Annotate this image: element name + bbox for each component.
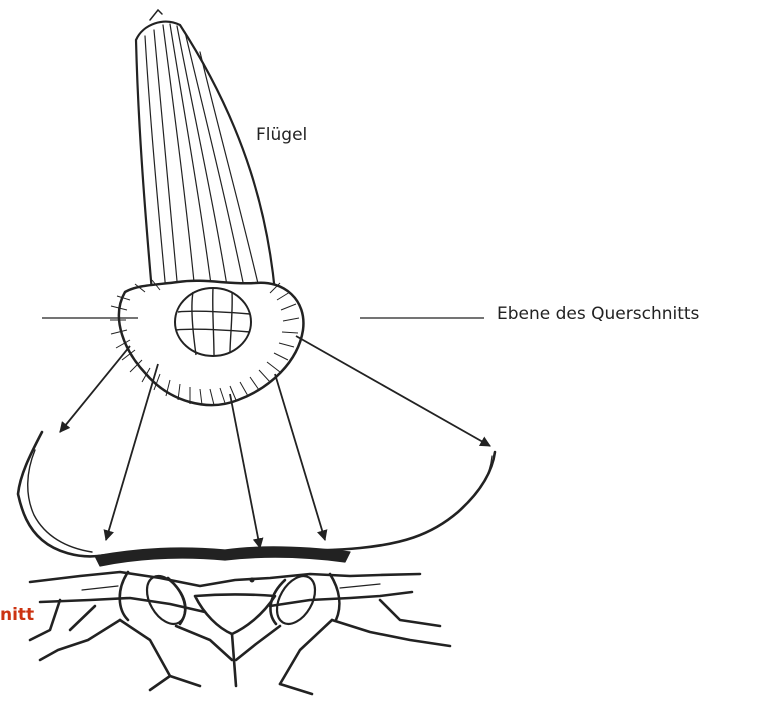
section-plane-label: Ebene des Querschnitts (497, 306, 699, 323)
section-drawing (18, 432, 495, 694)
wing-drawing (136, 10, 275, 292)
wing-label: Flügel (256, 127, 307, 144)
cross-section-label: nitt (0, 607, 34, 624)
cross-section-body (110, 280, 303, 405)
